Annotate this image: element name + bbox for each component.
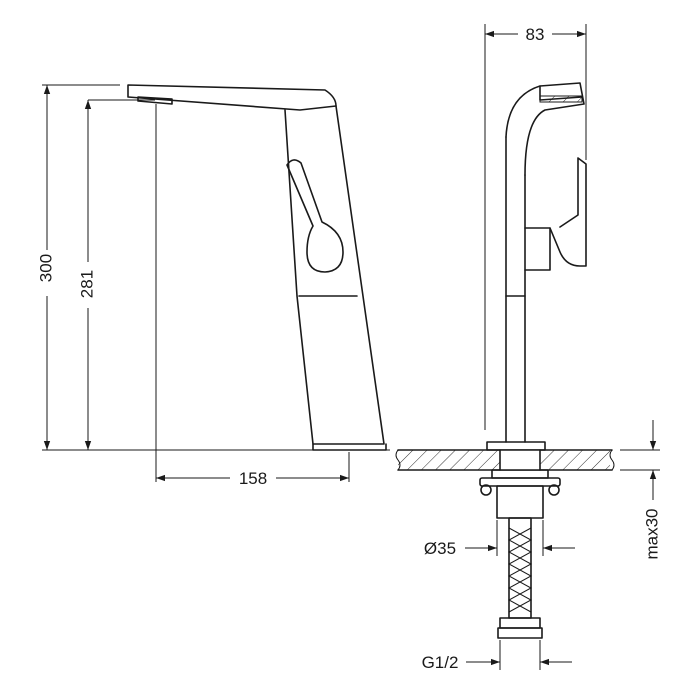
- spout-outline: [127, 84, 337, 111]
- dim-label-spout-height: 281: [77, 270, 96, 298]
- mounting-washer: [491, 469, 549, 479]
- mounting-screw-left: [480, 484, 492, 496]
- dim-label-thread: G1/2: [422, 653, 459, 672]
- dim-label-bg-300: [36, 250, 58, 296]
- flexible-hose: [508, 517, 532, 619]
- countertop-hole: [500, 450, 540, 470]
- dim-label-bg-158: [230, 466, 276, 488]
- handle-body-outline: [524, 157, 587, 267]
- threaded-shank: [496, 485, 544, 519]
- base-flange: [486, 441, 546, 451]
- handle-cartridge: [524, 227, 551, 271]
- hose-nut-bottom: [497, 627, 543, 639]
- faucet-front-view: 300 281 158: [36, 84, 390, 488]
- faucet-body-outline: [284, 105, 385, 445]
- dim-label-bg-281: [77, 262, 99, 308]
- faucet-base-outline: [312, 443, 387, 451]
- mounting-nut: [479, 477, 561, 487]
- hose-braid-b: [507, 527, 533, 613]
- countertop-break-right: [609, 449, 615, 471]
- mounting-screw-right: [548, 484, 560, 496]
- spout-head-curve: [505, 82, 585, 176]
- aerator-side: [539, 95, 583, 103]
- dim-label-total-height: 300: [36, 254, 55, 282]
- dim-label-spout-reach: 158: [239, 469, 267, 488]
- lever-handle-outline: [286, 159, 344, 273]
- dim-label-bg-83: [518, 22, 552, 44]
- faucet-side-view: 83 max30 Ø35 G1/2: [395, 22, 661, 672]
- dim-label-connector-diameter: Ø35: [424, 539, 456, 558]
- hose-nut-top: [499, 617, 541, 629]
- countertop-break-left: [395, 449, 401, 471]
- dim-label-max-countertop: max30: [642, 508, 661, 559]
- dim-label-body-depth: 83: [526, 25, 545, 44]
